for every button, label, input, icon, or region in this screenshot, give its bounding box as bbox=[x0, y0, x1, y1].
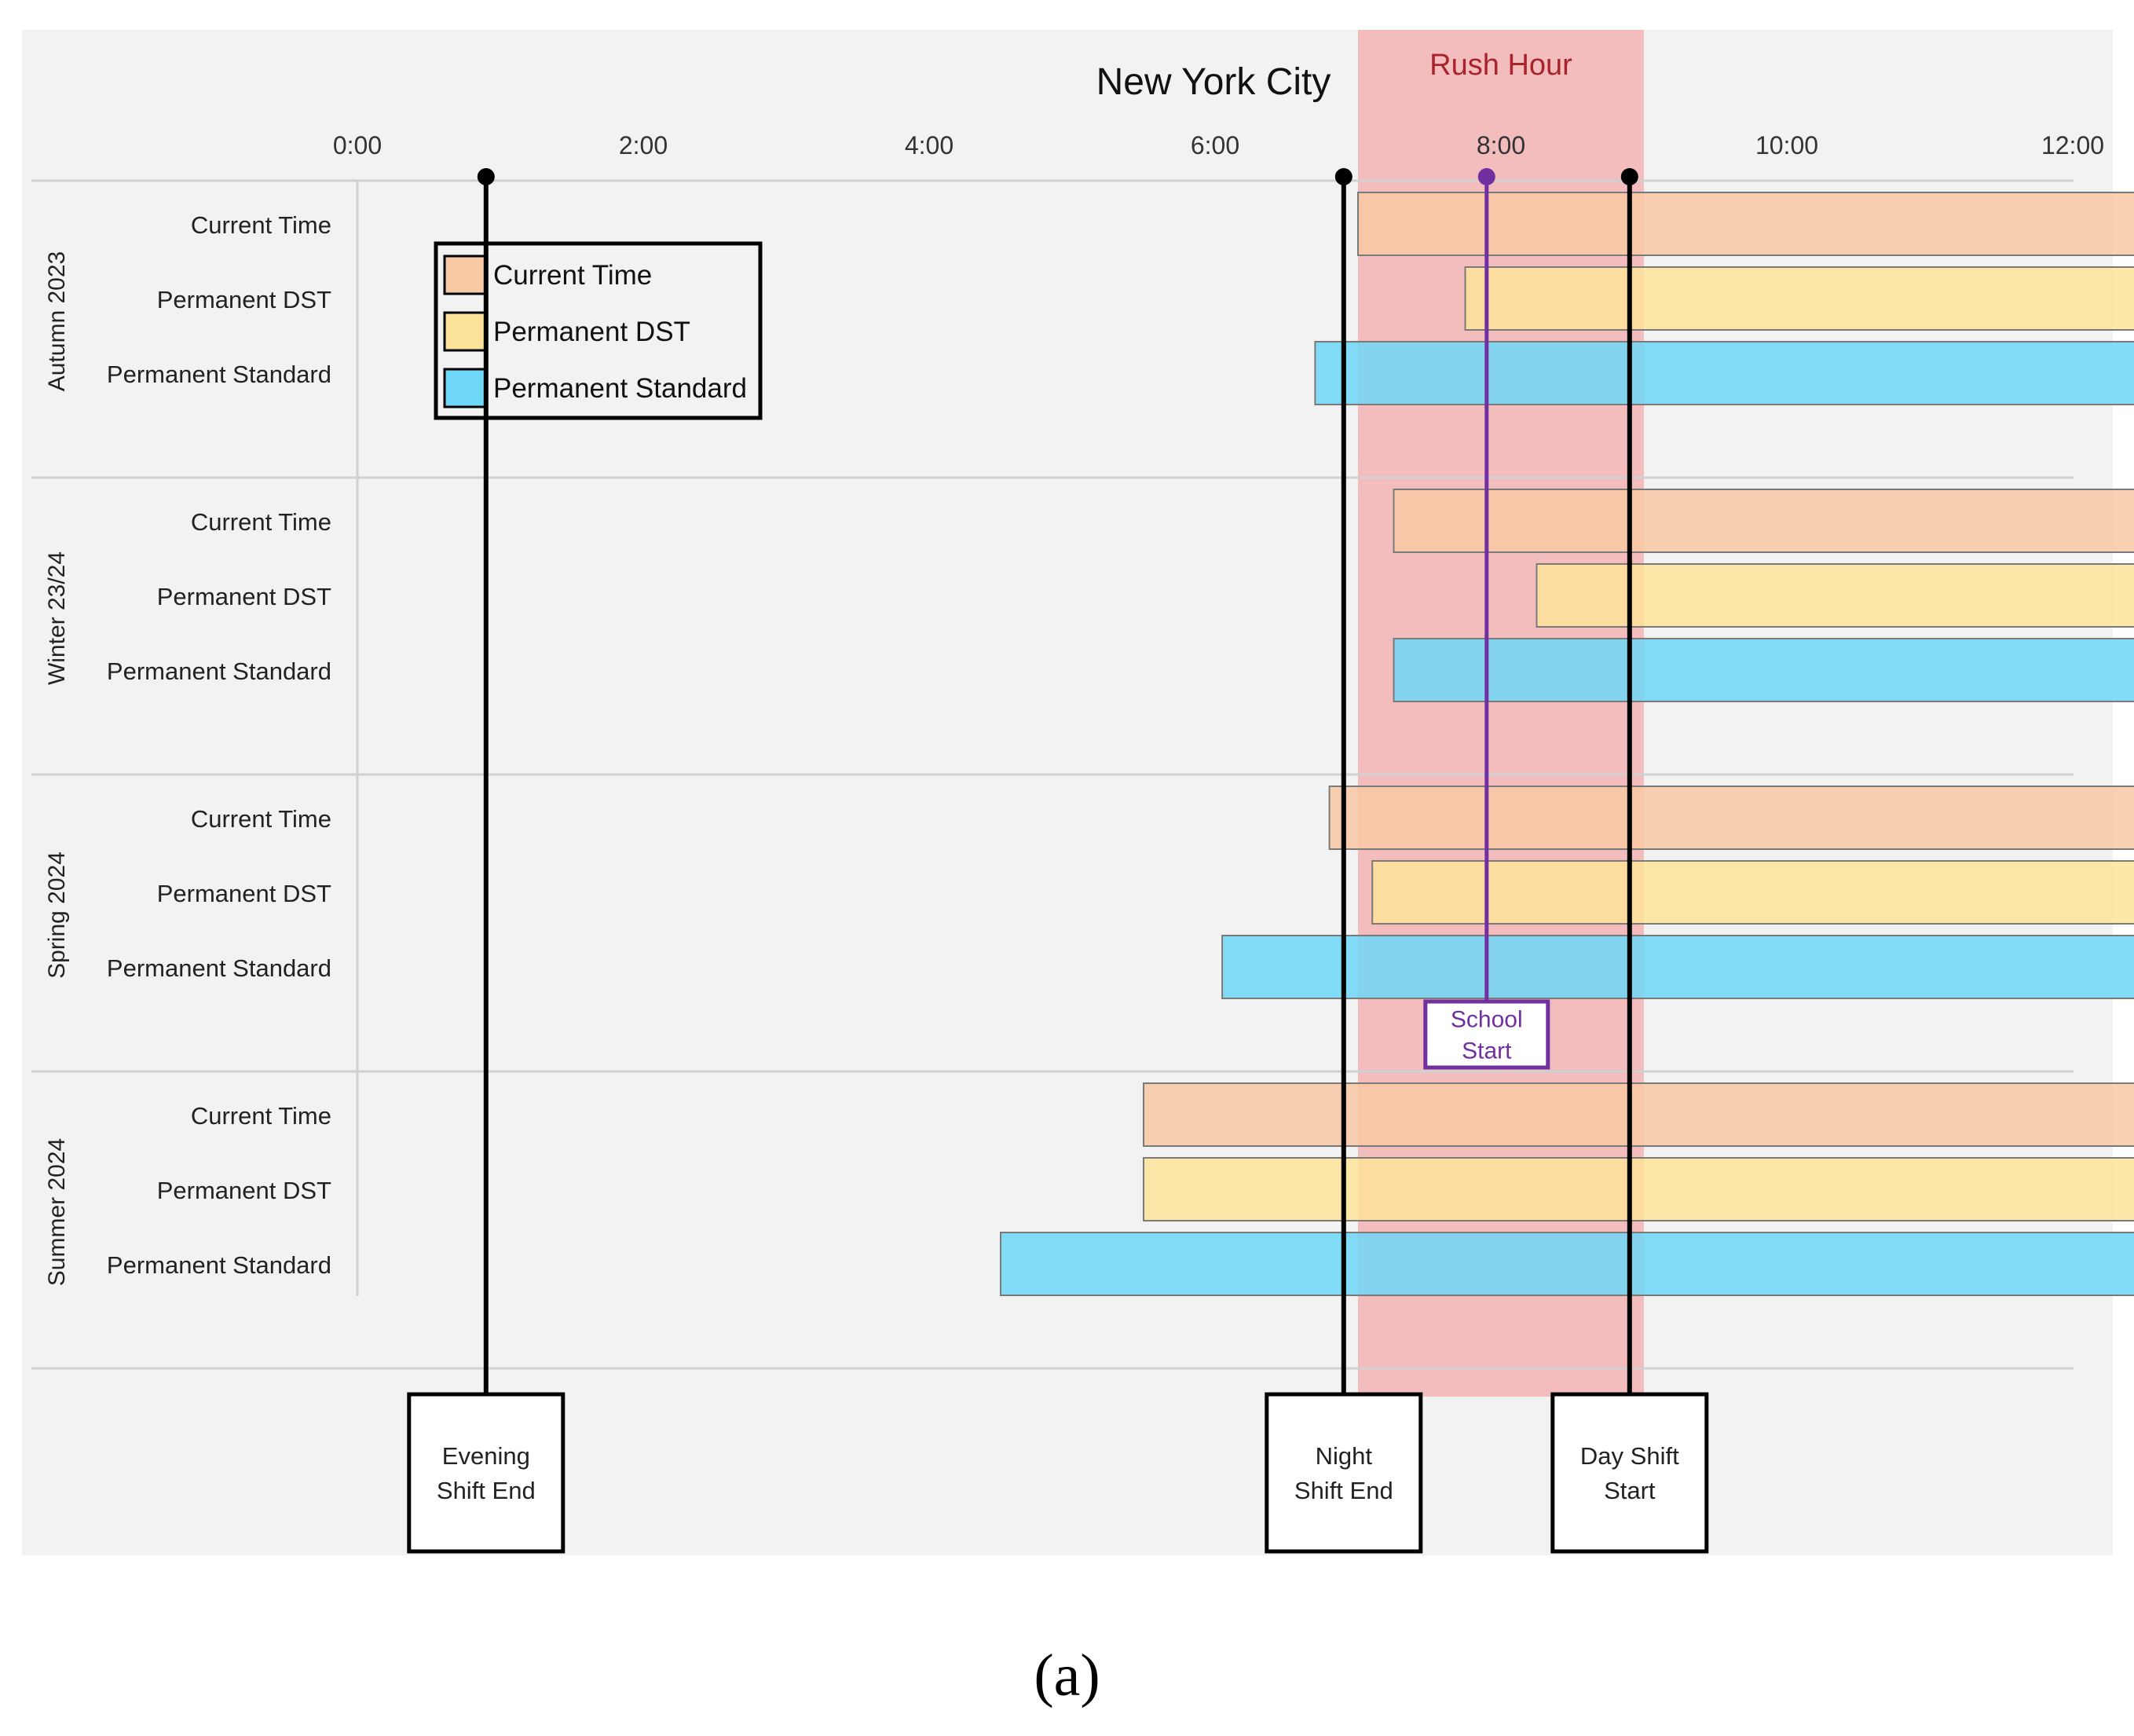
shift-marker-box bbox=[1265, 1392, 1423, 1554]
schedule-bar bbox=[1371, 860, 2134, 925]
row-label: Permanent DST bbox=[157, 286, 331, 313]
shift-marker-box bbox=[407, 1392, 566, 1554]
season-label: Summer 2024 bbox=[44, 1138, 70, 1286]
schedule-bar bbox=[1393, 638, 2134, 702]
row-label: Permanent DST bbox=[157, 583, 331, 610]
legend-swatch bbox=[443, 368, 487, 408]
season-label: Autumn 2023 bbox=[44, 251, 70, 391]
schedule-bar bbox=[1143, 1082, 2134, 1147]
schedule-bar bbox=[1464, 266, 2134, 331]
legend-label: Current Time bbox=[493, 260, 652, 291]
school-marker-dot bbox=[1477, 168, 1495, 185]
row-label: Permanent Standard bbox=[107, 361, 331, 388]
row-label: Permanent Standard bbox=[107, 657, 331, 685]
season-label: Spring 2024 bbox=[44, 852, 70, 979]
shift-marker-dot bbox=[1334, 168, 1353, 185]
shift-marker-box bbox=[1550, 1392, 1709, 1554]
row-label: Permanent DST bbox=[157, 880, 331, 907]
x-tick-label: 0:00 bbox=[333, 131, 382, 159]
schedule-bar bbox=[1000, 1232, 2134, 1296]
schedule-bar bbox=[1221, 935, 2134, 999]
x-tick-label: 12:00 bbox=[2041, 131, 2104, 159]
row-label: Permanent Standard bbox=[107, 1251, 331, 1279]
row-label: Current Time bbox=[191, 805, 331, 833]
row-label: Current Time bbox=[191, 1102, 331, 1130]
season-label: Winter 23/24 bbox=[44, 551, 70, 685]
row-label: Current Time bbox=[191, 211, 331, 239]
row-label: Permanent DST bbox=[157, 1177, 331, 1204]
legend-box bbox=[434, 241, 763, 420]
legend-label: Permanent DST bbox=[493, 317, 690, 347]
schedule-bar bbox=[1357, 192, 2134, 256]
schedule-bar bbox=[1143, 1157, 2134, 1221]
shift-marker-dot bbox=[477, 168, 495, 185]
x-tick-label: 4:00 bbox=[905, 131, 954, 159]
schedule-bar bbox=[1393, 489, 2134, 553]
x-tick-label: 2:00 bbox=[619, 131, 668, 159]
x-tick-label: 8:00 bbox=[1477, 131, 1525, 159]
x-tick-label: 10:00 bbox=[1755, 131, 1818, 159]
row-label: Current Time bbox=[191, 508, 331, 536]
legend-label: Permanent Standard bbox=[493, 373, 747, 404]
schedule-bar bbox=[1536, 563, 2134, 628]
chart-title: New York City bbox=[1096, 61, 1331, 103]
school-marker-box bbox=[1423, 999, 1550, 1070]
row-label: Permanent Standard bbox=[107, 954, 331, 982]
legend-swatch bbox=[443, 255, 487, 295]
shift-marker-dot bbox=[1620, 168, 1638, 185]
schedule-bar bbox=[1314, 341, 2134, 405]
schedule-bar bbox=[1328, 786, 2134, 850]
legend-swatch bbox=[443, 311, 487, 352]
rush-hour-label: Rush Hour bbox=[1429, 49, 1572, 82]
caption: (a) bbox=[1034, 1643, 1100, 1709]
x-tick-label: 6:00 bbox=[1191, 131, 1239, 159]
